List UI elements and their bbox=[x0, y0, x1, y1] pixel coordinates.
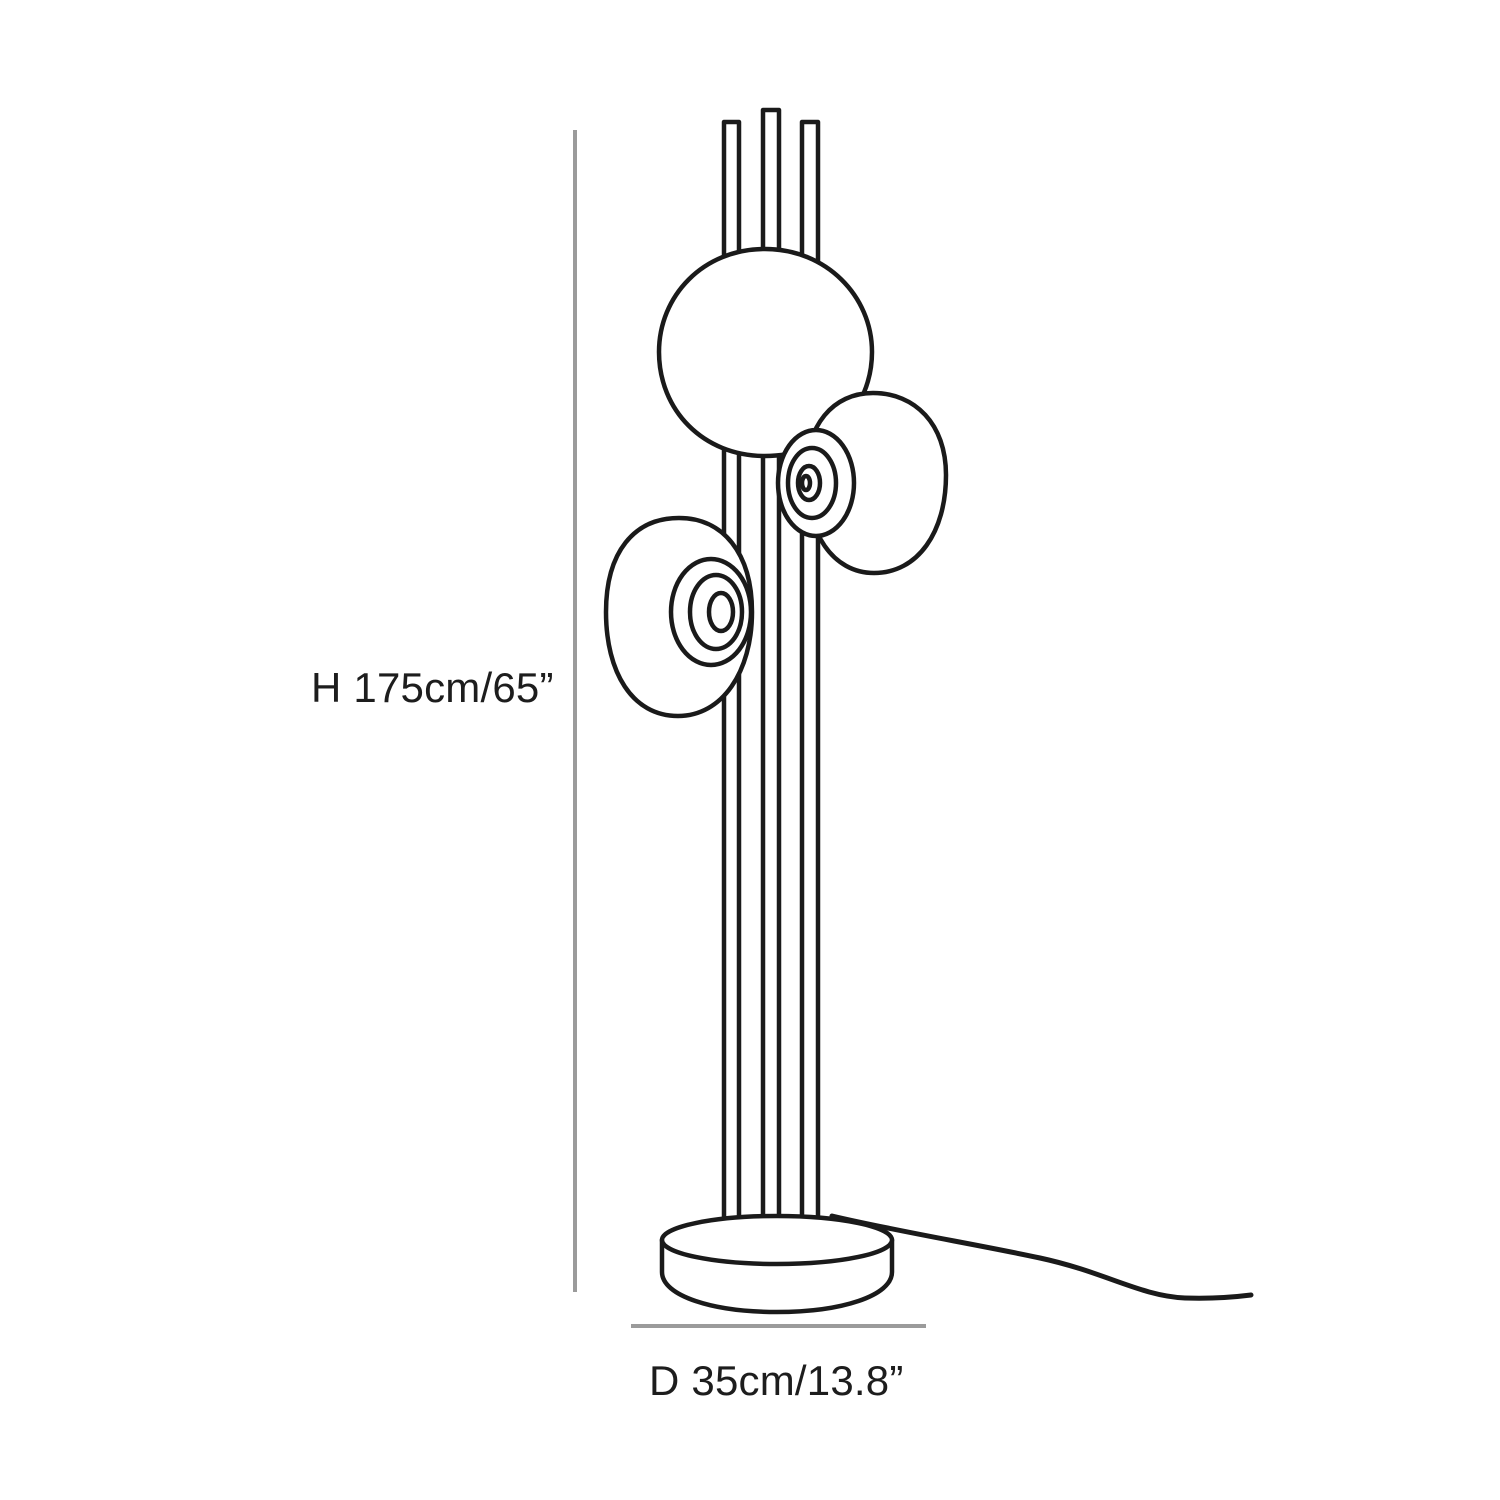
power-cord bbox=[829, 1213, 1254, 1301]
disc-left-hub-inner-ring bbox=[706, 590, 736, 634]
lamp-assembly bbox=[603, 107, 1254, 1315]
disc-right-socket bbox=[799, 473, 813, 493]
height-dimension-label: H 175cm/65” bbox=[311, 664, 554, 711]
diameter-dimension-label: D 35cm/13.8” bbox=[649, 1357, 904, 1404]
globe-shade bbox=[656, 246, 875, 459]
base-top-ellipse bbox=[659, 1213, 895, 1267]
